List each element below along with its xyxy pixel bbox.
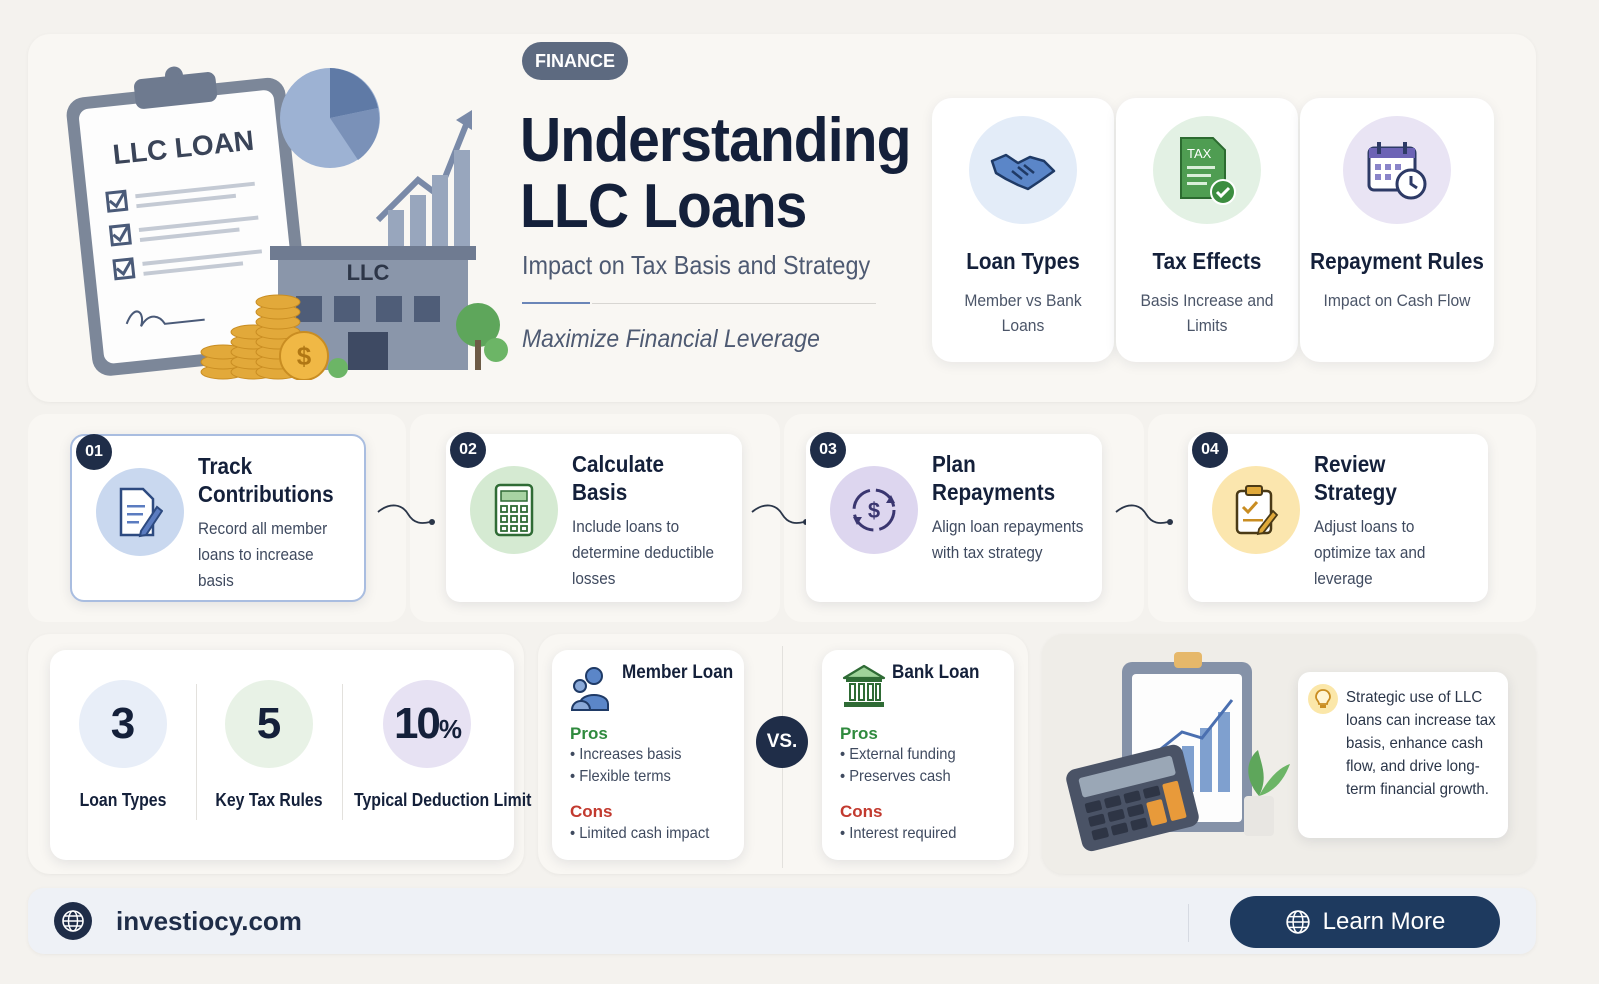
handshake-icon (969, 116, 1077, 224)
calculator-icon (470, 466, 558, 554)
llc-loan-illustration: LLC LOAN LLC $ (66, 66, 508, 380)
stat-key-tax-rules: 5 Key Tax Rules (196, 680, 342, 811)
pros-item: • Preserves cash (840, 768, 951, 785)
step-card-plan-repayments[interactable]: 03 $ Plan Repayments Align loan repaymen… (806, 432, 1102, 602)
feature-title: Tax Effects (1152, 248, 1262, 274)
feature-card-loan-types: Loan Types Member vs Bank Loans (932, 98, 1114, 362)
step-connector (1115, 504, 1173, 525)
tagline: Maximize Financial Leverage (522, 325, 820, 353)
feature-card-repayment-rules: Repayment Rules Impact on Cash Flow (1300, 98, 1494, 362)
step-number: 02 (450, 432, 486, 468)
stat-divider (196, 684, 197, 820)
step-title: Track Contributions (198, 453, 334, 507)
stat-label: Typical Deduction Limit (353, 790, 532, 810)
insight-text: Strategic use of LLC loans can increase … (1346, 689, 1496, 798)
stat-value: 5 (225, 680, 313, 768)
feature-desc: Member vs Bank Loans (964, 291, 1082, 335)
step-desc: Align loan repayments with tax strategy (932, 517, 1084, 562)
step-desc: Record all member loans to increase basi… (198, 519, 328, 590)
stat-label: Loan Types (79, 790, 167, 810)
stat-value: 10% (383, 680, 471, 768)
step-title: Review Strategy (1314, 451, 1397, 505)
learn-more-label: Learn More (1322, 908, 1446, 935)
member-loan-card: Member Loan Pros • Increases basis • Fle… (552, 650, 744, 860)
feature-card-tax-effects: TAX Tax Effects Basis Increase and Limit… (1116, 98, 1298, 362)
cons-item: • Limited cash impact (570, 825, 710, 842)
member-group-icon (570, 667, 609, 711)
tax-document-icon: TAX (1153, 116, 1261, 224)
pros-label: Pros (840, 724, 878, 743)
category-badge: FINANCE (522, 42, 628, 80)
step-card-track-contributions[interactable]: 01 Track Contributions Record all member… (70, 434, 366, 602)
cons-item: • Interest required (840, 825, 957, 842)
page-subtitle: Impact on Tax Basis and Strategy (522, 250, 871, 280)
bank-icon (842, 664, 886, 707)
site-link[interactable]: investiocy.com (116, 906, 302, 936)
pros-item: • Increases basis (570, 746, 682, 763)
stat-value: 3 (79, 680, 167, 768)
bank-loan-card: Bank Loan Pros • External funding • Pres… (822, 650, 1014, 860)
page-title: Understanding LLC Loans (520, 106, 911, 241)
globe-icon (1285, 910, 1310, 934)
pros-item: • Flexible terms (570, 768, 671, 785)
step-connector (377, 504, 435, 525)
building-sign: LLC (347, 260, 390, 285)
step-number: 01 (76, 434, 112, 470)
step-desc: Include loans to determine deductible lo… (572, 517, 715, 588)
footer-divider (1188, 904, 1189, 942)
bank-loan-title: Bank Loan (892, 662, 980, 683)
step-card-review-strategy[interactable]: 04 Review Strategy Adjust loans to optim… (1188, 432, 1488, 602)
feature-desc: Basis Increase and Limits (1140, 291, 1274, 335)
stat-number: 10 (393, 699, 441, 748)
stat-unit: % (438, 713, 462, 744)
step-title: Plan Repayments (932, 451, 1056, 505)
feature-desc: Impact on Cash Flow (1323, 291, 1471, 310)
title-divider-accent (522, 302, 590, 304)
step-number: 03 (810, 432, 846, 468)
member-loan-title: Member Loan (622, 662, 734, 683)
dollar-cycle-icon: $ (830, 466, 918, 554)
pros-label: Pros (570, 724, 608, 743)
calendar-clock-icon (1343, 116, 1451, 224)
step-connector (751, 504, 809, 525)
document-pen-icon (96, 468, 184, 556)
stat-divider (342, 684, 343, 820)
vs-badge: VS. (756, 716, 808, 768)
coin-symbol: $ (297, 341, 312, 371)
svg-text:$: $ (868, 498, 880, 523)
step-card-calculate-basis[interactable]: 02 Calculate Basis Include loans to dete… (446, 432, 742, 602)
calculator-chart-illustration (1066, 652, 1290, 852)
cons-label: Cons (840, 802, 883, 821)
learn-more-button[interactable]: Learn More (1230, 896, 1500, 948)
feature-title: Loan Types (966, 248, 1080, 274)
step-number: 04 (1192, 432, 1228, 468)
stat-loan-types: 3 Loan Types (50, 680, 196, 811)
title-divider (592, 303, 876, 304)
clipboard-check-icon (1212, 466, 1300, 554)
cons-label: Cons (570, 802, 613, 821)
pros-item: • External funding (840, 746, 956, 763)
step-desc: Adjust loans to optimize tax and leverag… (1314, 517, 1426, 588)
stat-deduction-limit: 10% Typical Deduction Limit (344, 680, 532, 811)
stat-label: Key Tax Rules (215, 790, 323, 810)
step-title: Calculate Basis (572, 451, 665, 505)
globe-icon (54, 902, 92, 940)
feature-title: Repayment Rules (1310, 248, 1484, 274)
lightbulb-icon (1308, 684, 1338, 714)
tax-icon-label: TAX (1187, 146, 1212, 161)
